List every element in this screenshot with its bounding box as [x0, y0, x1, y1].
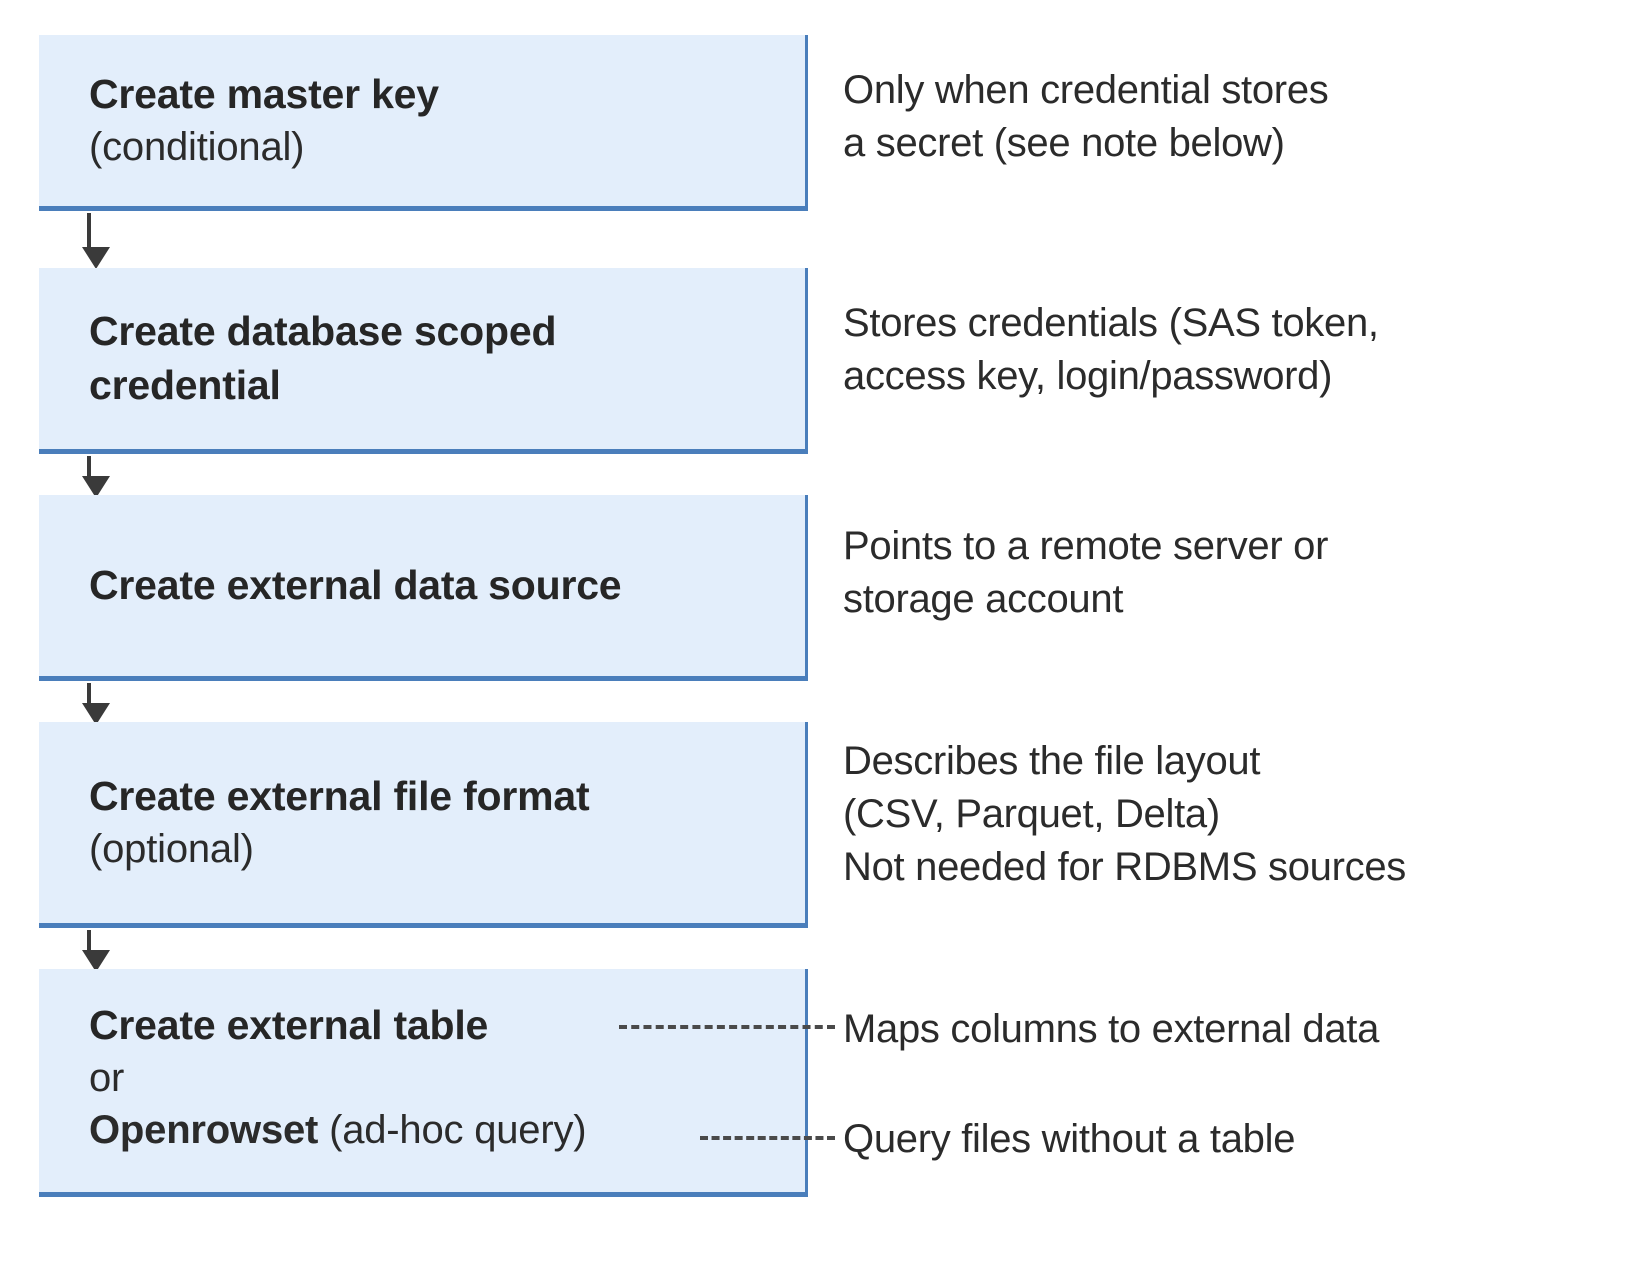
dashed-leader-line-1	[619, 1025, 835, 1029]
step-subtitle: (optional)	[89, 827, 254, 872]
arrow-head	[82, 950, 110, 972]
arrow-shaft	[87, 930, 91, 952]
step-title: Create external data source	[89, 561, 622, 608]
step-title: Create external file format	[89, 772, 590, 819]
step-subtitle: (conditional)	[89, 125, 305, 170]
arrow-shaft	[87, 683, 91, 705]
step-box-create-database-scoped-credential[interactable]: Create database scoped credential	[39, 268, 808, 454]
note-create-database-scoped-credential: Stores credentials (SAS token, access ke…	[843, 301, 1379, 399]
arrow-head	[82, 703, 110, 725]
step-box-create-external-table-or-openrowset[interactable]: Create external table or Openrowset (ad-…	[39, 969, 808, 1197]
step-box-create-external-file-format[interactable]: Create external file format (optional)	[39, 722, 808, 928]
step-title: Create database scoped credential	[89, 308, 557, 408]
step-conjunction-or: or	[89, 1056, 125, 1101]
dashed-leader-line-2	[700, 1136, 835, 1140]
arrow-shaft	[87, 456, 91, 478]
note-create-master-key: Only when credential stores a secret (se…	[843, 68, 1329, 166]
step-title-openrowset: Openrowset (ad-hoc query)	[39, 1104, 805, 1156]
note-create-external-file-format: Describes the file layout (CSV, Parquet,…	[843, 739, 1406, 890]
step-title-create-external-table: Create external table	[89, 1002, 489, 1048]
note-openrowset: Query files without a table	[843, 1117, 1296, 1161]
arrow-head	[82, 476, 110, 498]
note-create-external-table: Maps columns to external data	[843, 1007, 1380, 1051]
note-create-external-data-source: Points to a remote server or storage acc…	[843, 524, 1329, 622]
step-box-create-external-data-source[interactable]: Create external data source	[39, 495, 808, 681]
step-box-create-master-key[interactable]: Create master key (conditional)	[39, 35, 808, 211]
arrow-head	[82, 247, 110, 269]
step-title: Create master key	[89, 70, 439, 117]
arrow-shaft	[87, 213, 91, 249]
openrowset-qualifier: (ad-hoc query)	[318, 1108, 587, 1153]
openrowset-label: Openrowset	[89, 1108, 319, 1153]
